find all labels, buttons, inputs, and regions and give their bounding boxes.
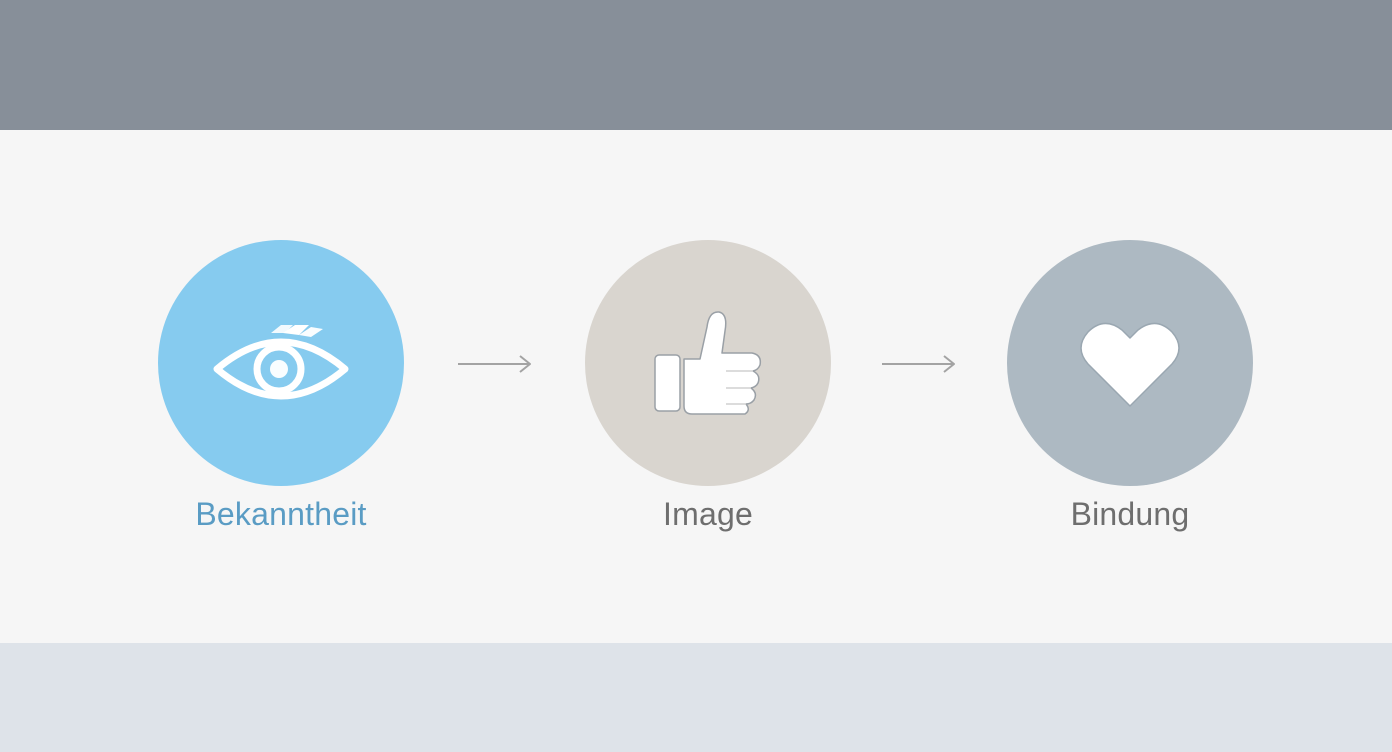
step-circle-awareness bbox=[158, 240, 404, 486]
step-label: Bindung bbox=[1070, 496, 1190, 532]
heart-icon bbox=[1078, 318, 1182, 408]
eye-icon bbox=[213, 321, 349, 405]
step-circle-loyalty bbox=[1007, 240, 1253, 486]
top-band bbox=[0, 0, 1392, 130]
step-image: Image bbox=[558, 240, 858, 534]
step-label: Bekanntheit bbox=[195, 496, 367, 532]
step-circle-image bbox=[585, 240, 831, 486]
step-label: Image bbox=[663, 496, 753, 532]
thumbs-up-icon bbox=[652, 309, 764, 417]
bottom-band bbox=[0, 643, 1392, 752]
arrow-right-icon bbox=[458, 355, 531, 373]
step-awareness: Bekanntheit bbox=[131, 240, 431, 534]
step-loyalty: Bindung bbox=[980, 240, 1280, 534]
arrow-right-icon bbox=[882, 355, 955, 373]
